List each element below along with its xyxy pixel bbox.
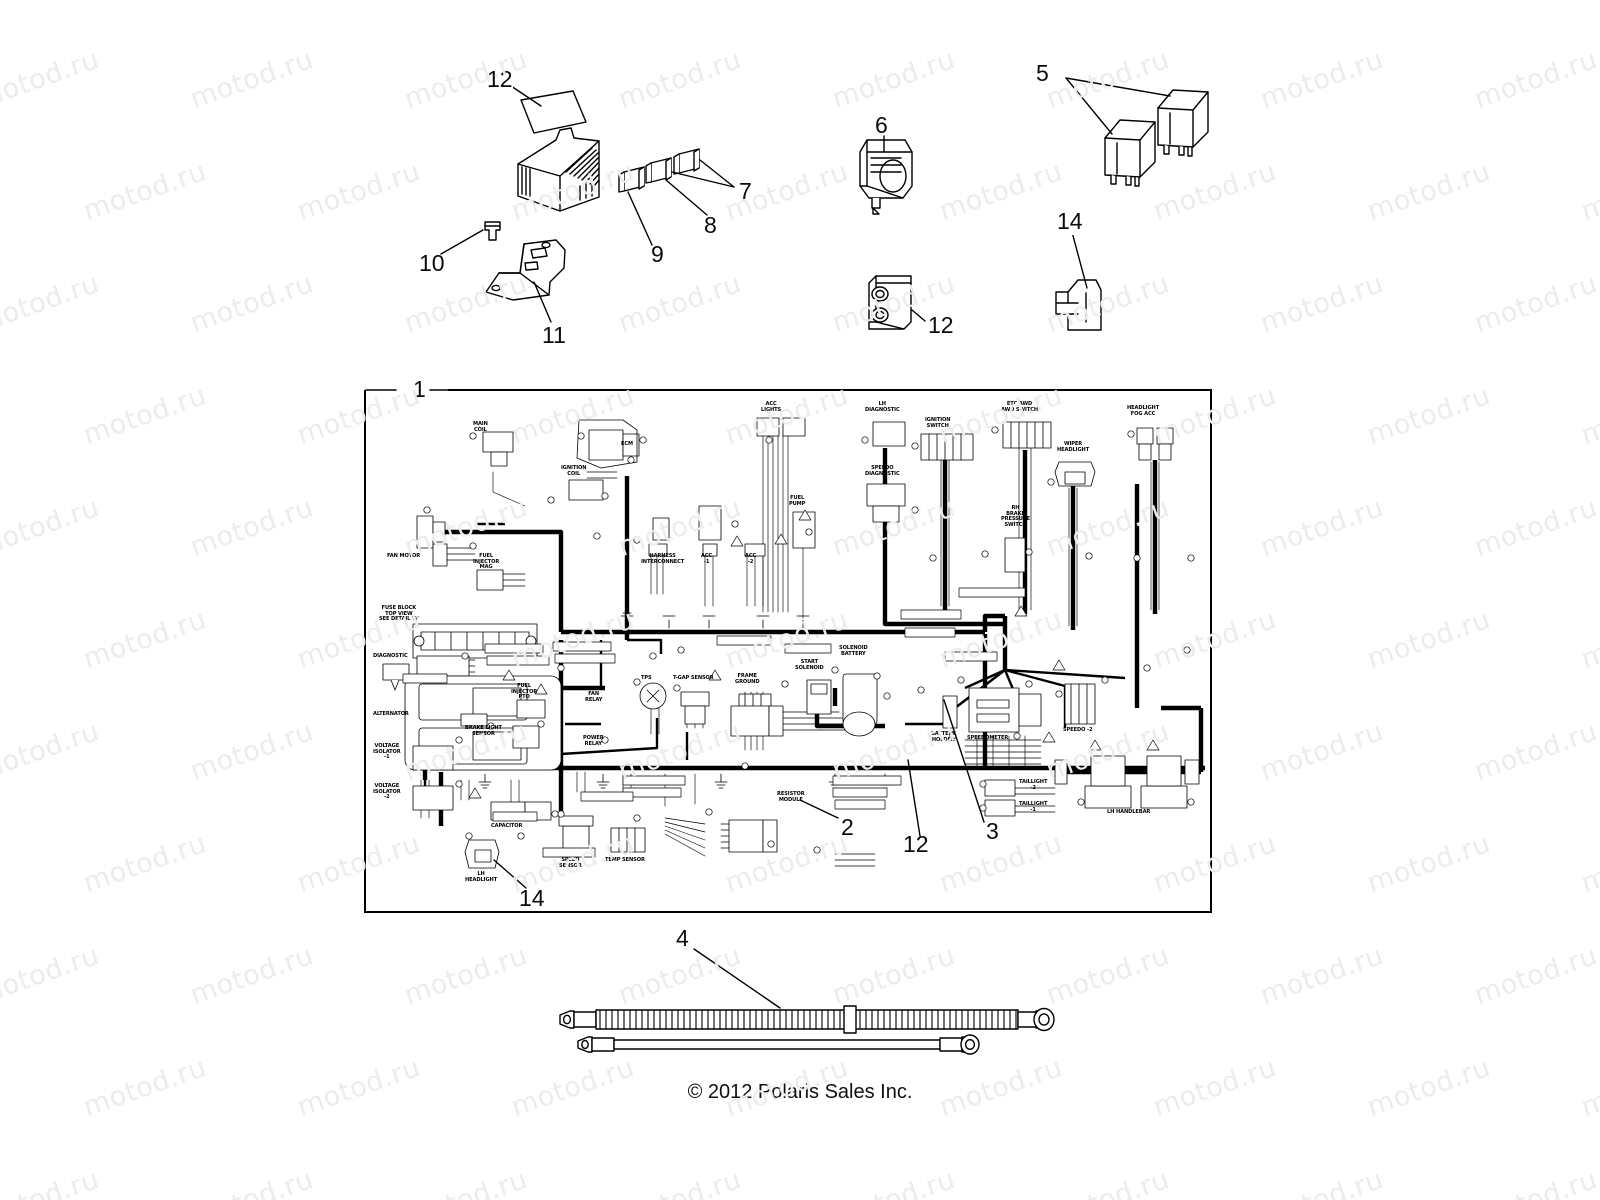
leader-2 — [799, 799, 839, 819]
sc-label: ACC -2 — [745, 553, 757, 565]
fuse-box-cover — [520, 90, 587, 134]
sc-label: SPEEDO DIAGNOSTIC — [865, 465, 900, 477]
sc-label: FAN RELAY — [585, 691, 603, 703]
sc-label: TPS — [641, 675, 652, 681]
two-pin-connector — [1055, 279, 1102, 331]
sc-label: MAIN COIL — [473, 421, 488, 433]
sc-label: VOLTAGE ISOLATOR -2 — [373, 783, 401, 800]
sc-label: FUEL PUMP — [789, 495, 806, 507]
sc-label: POWER RELAY — [583, 735, 604, 747]
fuse-box-body — [517, 127, 600, 212]
sc-label: TEMP SENSOR — [605, 857, 645, 863]
callout-2: 2 — [841, 814, 854, 840]
leader-9 — [627, 191, 653, 246]
voltage-regulator — [859, 139, 913, 215]
relay-right — [1157, 89, 1209, 157]
callout-8: 8 — [704, 212, 717, 238]
sc-label: ACC -1 — [701, 553, 713, 565]
sc-label: IGNITION SWITCH — [925, 417, 951, 429]
sc-label: DIAGNOSTIC — [373, 653, 408, 659]
leader-7a — [699, 159, 735, 188]
callout-12: 12 — [928, 312, 954, 338]
leader-5b — [1065, 77, 1171, 97]
leader-10 — [440, 229, 484, 255]
callout-4: 4 — [676, 925, 689, 951]
sc-label: FUSE BLOCK TOP VIEW SEE DETAIL 'A' — [379, 605, 419, 622]
sc-label: BRAKE LIGHT SENSOR — [465, 725, 502, 737]
sc-label: WIPER HEADLIGHT — [1057, 441, 1090, 453]
callout-3: 3 — [986, 818, 999, 844]
sc-label: LH DIAGNOSTIC — [865, 401, 900, 413]
leader-3 — [943, 699, 985, 823]
relay-clip-middle — [645, 157, 672, 184]
sc-label: SPEEDOMETER — [967, 735, 1009, 741]
sc-label: IGNITION COIL — [561, 465, 587, 477]
sc-label: ETC AWD AWD SWITCH — [1001, 401, 1038, 413]
sc-label: LH HANDLEBAR — [1107, 809, 1151, 815]
sc-label: SOLENOID BATTERY — [839, 645, 868, 657]
sc-label: HARNESS INTERCONNECT — [641, 553, 685, 565]
sc-label: ACC LIGHTS — [761, 401, 782, 413]
sc-label: FUEL INJECTOR MAG — [473, 553, 500, 570]
callout-9: 9 — [651, 241, 664, 267]
sc-label: VOLTAGE ISOLATOR -1 — [373, 743, 401, 760]
callout-11: 11 — [542, 322, 566, 348]
sc-label: FAN MOTOR — [387, 553, 421, 559]
callout-13-real: 12 — [487, 66, 513, 93]
wiring-schematic: MAIN COIL ECM IGNITION COIL ACC LIGHTS L… — [365, 388, 1211, 912]
sc-label: START SOLENOID — [795, 659, 824, 671]
sc-label: HEADLIGHT FOG ACC — [1127, 405, 1160, 417]
callout-12b: 12 — [903, 831, 929, 857]
sc-label: CAPACITOR — [491, 823, 523, 829]
sc-label: TAILLIGHT -1 — [1019, 801, 1048, 813]
leader-7b — [671, 171, 735, 188]
leader-13 — [507, 83, 542, 107]
push-rivet — [484, 221, 501, 241]
callout-1: 1 — [413, 376, 426, 402]
sc-label: SPEEDO -2 — [1063, 727, 1093, 733]
leader-12 — [911, 309, 926, 322]
sc-label: ALTERNATOR — [373, 711, 409, 717]
sc-label: BATTERY HOLDER — [931, 731, 956, 743]
callout-6: 6 — [875, 112, 888, 138]
callout-14b: 14 — [519, 885, 545, 911]
mounting-bracket — [485, 239, 566, 301]
sc-label: ECM — [621, 441, 633, 447]
leader-11 — [533, 281, 552, 323]
callout-5: 5 — [1036, 60, 1049, 86]
leader-14 — [1071, 231, 1088, 289]
relay-clip-left — [618, 166, 645, 193]
leader-4 — [693, 948, 781, 1009]
sc-label: RESISTOR MODULE — [777, 791, 805, 803]
callout-14-real: 14 — [1057, 208, 1083, 235]
relay-clip-right — [673, 148, 700, 175]
sc-label: TAILLIGHT -2 — [1019, 779, 1048, 791]
callout-7: 7 — [739, 178, 752, 204]
sc-label: T-GAP SENSOR — [673, 675, 714, 681]
callout-10: 10 — [419, 250, 445, 276]
sc-label: LH HEADLIGHT — [465, 871, 498, 883]
relay-left — [1104, 119, 1156, 187]
harness-assembly-frame — [364, 389, 1212, 913]
leader-14b — [493, 859, 527, 889]
sc-label: RH BRAKE PRESSURE SWITCH — [1001, 505, 1030, 528]
leader-12b — [907, 759, 921, 837]
sc-label: FRAME GROUND — [735, 673, 760, 685]
leader-5a — [1065, 77, 1113, 135]
inline-connector-block — [868, 275, 912, 330]
copyright-notice: © 2012 Polaris Sales Inc. — [687, 1081, 913, 1103]
sc-label: FUEL INJECTOR PTO — [511, 683, 538, 700]
leader-8 — [665, 179, 708, 216]
sc-label: SPEED SENSOR — [559, 857, 582, 869]
